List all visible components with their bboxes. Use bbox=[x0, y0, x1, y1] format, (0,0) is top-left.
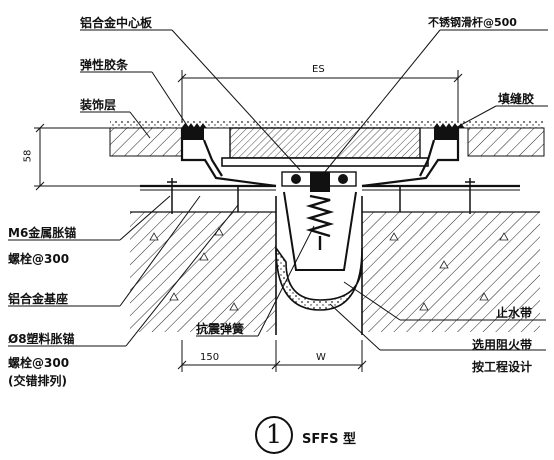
label-spring: 抗震弹簧 bbox=[196, 322, 245, 336]
concrete-slab-left bbox=[130, 212, 276, 332]
label-water-stop: 止水带 bbox=[496, 306, 533, 320]
label-sealant: 填缝胶 bbox=[498, 92, 535, 106]
label-m6-anchor-spacing: 螺栓@300 bbox=[8, 252, 70, 266]
label-fire-belt: 选用阻火带 bbox=[472, 338, 533, 352]
fire-stop-belt bbox=[275, 245, 363, 311]
finish-layer-right bbox=[467, 127, 545, 157]
elastic-strip-left bbox=[181, 123, 207, 140]
aluminum-base bbox=[140, 128, 520, 191]
label-staggered: (交错排列) bbox=[8, 374, 67, 388]
label-m6-anchor: M6金属胀锚 bbox=[8, 226, 77, 240]
dimension-es: ES bbox=[312, 64, 325, 75]
figure-number-badge: 1 bbox=[255, 416, 293, 454]
figure-type-label: SFFS 型 bbox=[302, 432, 357, 447]
dimension-w: W bbox=[316, 352, 326, 363]
aluminum-center-plate bbox=[221, 127, 429, 167]
label-steel-rod: 不锈钢滑杆@500 bbox=[428, 16, 517, 29]
depth-dimension bbox=[34, 123, 140, 191]
dimension-depth: 58 bbox=[22, 149, 34, 163]
label-plastic-anchor: Ø8塑料胀锚 bbox=[8, 332, 75, 346]
dimension-left-width: 150 bbox=[200, 352, 220, 363]
label-finish-layer: 装饰层 bbox=[80, 98, 117, 112]
figure-number: 1 bbox=[265, 420, 283, 450]
es-dimension bbox=[177, 70, 463, 122]
label-center-plate: 铝合金中心板 bbox=[80, 16, 153, 30]
bottom-dimension bbox=[177, 340, 367, 372]
m6-anchor-bolt bbox=[167, 178, 475, 214]
label-plastic-anchor-spacing: 螺栓@300 bbox=[8, 356, 70, 370]
label-fire-belt-design: 按工程设计 bbox=[472, 360, 533, 374]
label-alu-base: 铝合金基座 bbox=[8, 292, 69, 306]
sliding-rod-assembly bbox=[281, 171, 357, 192]
seismic-spring bbox=[305, 194, 335, 250]
leader-lines bbox=[8, 29, 548, 351]
label-elastic-strip: 弹性胶条 bbox=[80, 58, 129, 72]
concrete-slab-right bbox=[362, 212, 540, 332]
spring-bracket bbox=[283, 191, 357, 271]
